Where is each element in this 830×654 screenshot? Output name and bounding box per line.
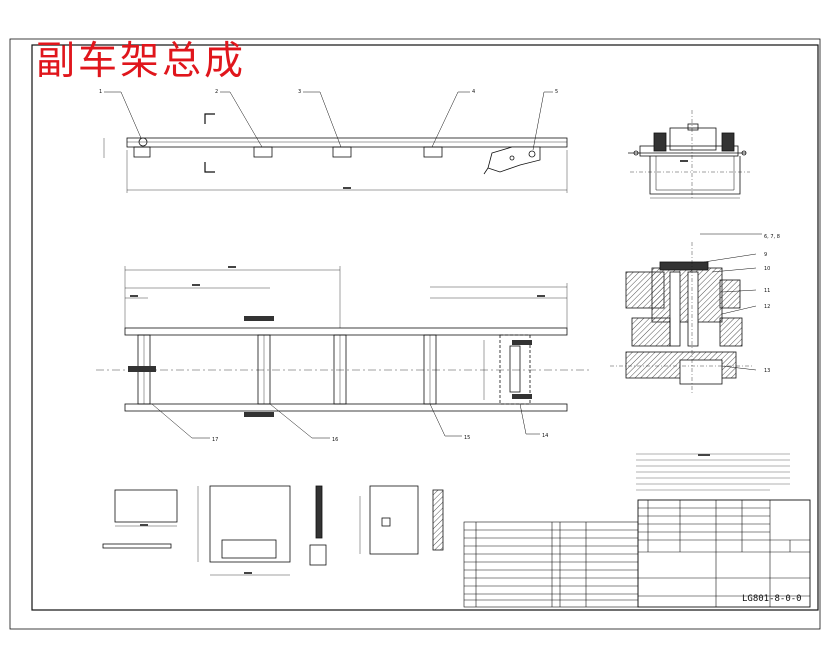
title-block — [637, 499, 811, 608]
dimension-tick-labels — [130, 160, 710, 574]
svg-text:5: 5 — [555, 89, 558, 95]
section-labels: 6, 7, 8 9 10 11 12 13 — [764, 234, 780, 374]
front-view-labels: 1 2 3 4 5 — [99, 89, 558, 95]
svg-text:11: 11 — [764, 288, 770, 294]
svg-text:16: 16 — [332, 437, 338, 443]
parts-list — [463, 521, 639, 608]
svg-text:10: 10 — [764, 266, 770, 272]
section-detail — [610, 233, 762, 395]
side-view — [628, 110, 750, 200]
svg-text:2: 2 — [215, 89, 218, 95]
drawing-number: LG801-8-0-0 — [742, 594, 802, 604]
svg-text:12: 12 — [764, 304, 770, 310]
outer-border — [9, 38, 821, 630]
notes-block — [636, 453, 790, 491]
front-view — [103, 91, 568, 193]
plan-view-fasteners — [128, 316, 532, 417]
svg-text:3: 3 — [298, 89, 301, 95]
plan-view — [96, 266, 590, 439]
svg-text:9: 9 — [764, 252, 767, 258]
svg-text:1: 1 — [99, 89, 102, 95]
svg-text:6, 7, 8: 6, 7, 8 — [764, 234, 780, 240]
part-details — [102, 485, 444, 576]
inner-border — [31, 44, 819, 611]
svg-text:15: 15 — [464, 435, 470, 441]
drawing-title: 副车架总成 — [36, 39, 247, 84]
svg-text:13: 13 — [764, 368, 770, 374]
svg-text:17: 17 — [212, 437, 218, 443]
plan-view-labels: 17 16 15 14 — [212, 433, 548, 443]
svg-text:4: 4 — [472, 89, 475, 95]
svg-text:14: 14 — [542, 433, 548, 439]
